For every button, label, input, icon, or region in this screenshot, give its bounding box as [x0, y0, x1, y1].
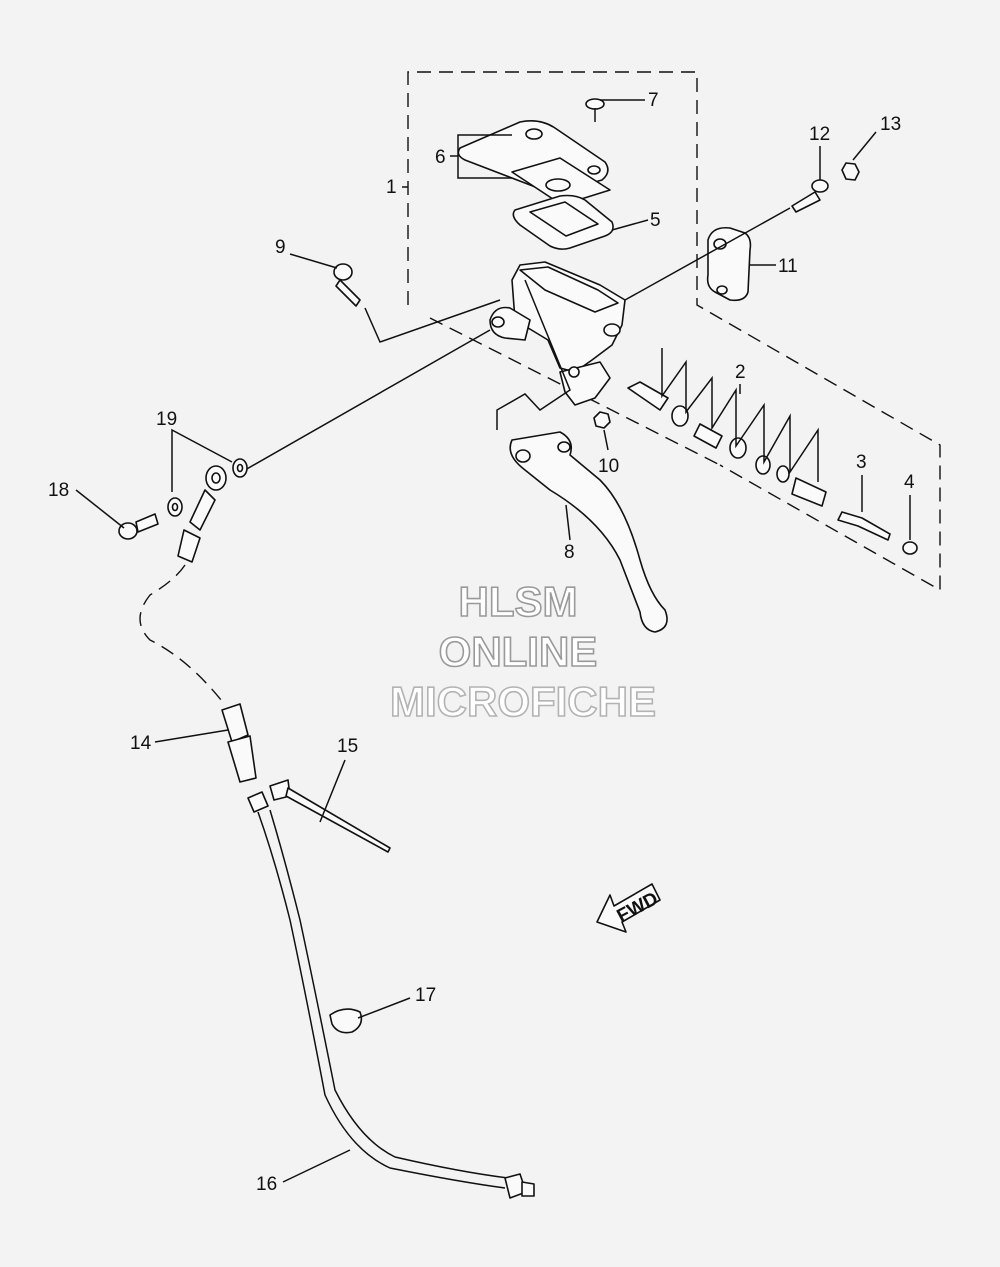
callout-18: 18 — [48, 480, 69, 501]
callout-19: 19 — [156, 409, 177, 430]
watermark-line-3: MICROFICHE — [390, 678, 656, 725]
clamp-bolt — [791, 179, 829, 213]
hose-lower-fitting — [221, 703, 257, 783]
lever-pivot-axis — [496, 279, 571, 430]
watermark-line-2: ONLINE — [439, 628, 598, 675]
callout-10: 10 — [598, 456, 619, 477]
reservoir-cap — [457, 120, 611, 206]
piston-kit-leaders — [661, 348, 819, 482]
callout-9: 9 — [275, 237, 286, 258]
callout-12: 12 — [809, 124, 830, 145]
hydraulic-pipe — [247, 791, 535, 1199]
callout-3: 3 — [856, 452, 867, 473]
copper-washer-upper — [232, 458, 248, 478]
hose-axis — [244, 329, 491, 471]
lever-nut — [593, 411, 611, 429]
watermark: HLSM ONLINE MICROFICHE — [389, 577, 657, 726]
callout-16: 16 — [256, 1174, 277, 1195]
handlebar-clamp — [706, 226, 752, 302]
cap-screw — [585, 98, 605, 122]
watermark-line-1: HLSM — [459, 578, 578, 625]
callout-2: 2 — [735, 362, 746, 383]
fwd-arrow-icon: FWD — [596, 883, 662, 933]
callout-7: 7 — [648, 90, 659, 111]
bleed-bolt — [118, 513, 159, 540]
bolt-axis — [624, 207, 791, 301]
callout-8: 8 — [564, 542, 575, 563]
pipe-clip — [329, 1008, 363, 1034]
banjo-bolt-axis — [364, 299, 501, 343]
nut — [841, 162, 860, 181]
push-rod — [837, 511, 891, 541]
callout-5: 5 — [650, 210, 661, 231]
leader-lines — [75, 99, 911, 1183]
callout-17: 17 — [415, 985, 436, 1006]
callout-13: 13 — [880, 114, 901, 135]
banjo-bolt — [333, 263, 361, 307]
assembly-1-boundary — [407, 71, 941, 592]
callout-11: 11 — [778, 256, 798, 277]
clutch-hose — [139, 564, 226, 706]
callout-1: 1 — [386, 177, 397, 198]
master-cylinder-body — [489, 261, 626, 406]
callout-15: 15 — [337, 736, 358, 757]
hose-banjo-fitting — [177, 465, 227, 563]
diaphragm — [512, 194, 614, 250]
piston-kit — [627, 381, 827, 507]
callout-14: 14 — [130, 733, 152, 754]
copper-washer-lower — [167, 497, 183, 517]
clutch-lever — [509, 431, 668, 633]
callout-6: 6 — [435, 147, 446, 168]
cable-tie — [269, 779, 391, 853]
callout-4: 4 — [904, 472, 915, 493]
boot-cap — [902, 541, 918, 555]
